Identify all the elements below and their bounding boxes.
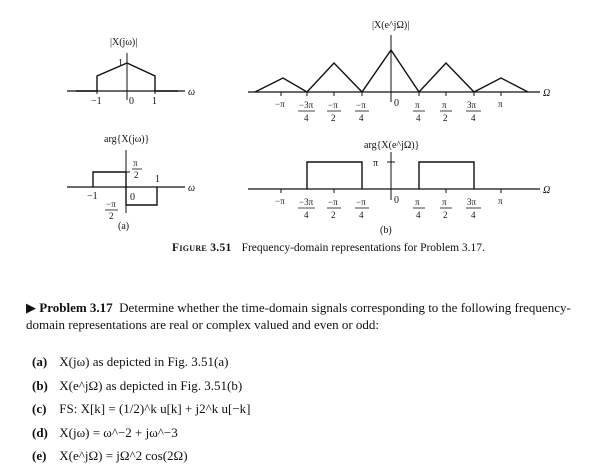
b-mag-tick-neg3pi4-den: 4 — [304, 113, 309, 123]
panel-b-magnitude-plot: |X(e^jΩ)| Ω — [248, 20, 550, 102]
list-item: (d) X(jω) = ω^−2 + jω^−3 — [32, 425, 251, 449]
a-mag-axis-label: ω — [188, 87, 195, 98]
b-mag-axis-label: Ω — [543, 88, 550, 99]
b-phase-tick-negpi4-num: −π — [356, 197, 366, 207]
a-phase-pos-num: π — [133, 158, 138, 168]
panel-b-label: (b) — [380, 225, 392, 236]
part-label: (e) — [32, 448, 47, 463]
part-label: (b) — [32, 377, 48, 393]
b-phase-tick-neg3pi4-num: −3π — [299, 197, 314, 207]
a-phase-pos-den: 2 — [134, 170, 139, 180]
part-text: FS: X[k] = (1/2)^k u[k] + j2^k u[−k] — [59, 401, 251, 416]
part-text: X(e^jΩ) = jΩ^2 cos(2Ω) — [59, 448, 188, 463]
b-mag-tick-pi2-den: 2 — [443, 113, 448, 123]
figure-caption-text: Frequency-domain representations for Pro… — [241, 242, 485, 254]
panel-a-phase-plot: arg{X(jω)} π 2 0 −1 1 −π 2 ω (a) — [67, 134, 195, 232]
a-mag-tick-0: 0 — [129, 96, 134, 107]
b-phase-tick-negpi4-den: 4 — [359, 210, 364, 220]
list-item: (e) X(e^jΩ) = jΩ^2 cos(2Ω) — [32, 448, 251, 472]
b-mag-tick-3pi4-num: 3π — [467, 100, 477, 110]
part-label: (d) — [32, 424, 48, 440]
a-mag-peak-label: 1 — [118, 58, 123, 69]
b-mag-tick-pos-pi: π — [498, 99, 503, 109]
b-phase-right-pulse — [418, 161, 475, 189]
b-phase-left-pulse — [306, 161, 363, 189]
b-mag-tick-neg3pi4-num: −3π — [299, 100, 314, 110]
b-mag-curve — [254, 48, 529, 94]
a-phase-neg-num: −π — [106, 199, 116, 209]
problem-title: Problem 3.17 — [39, 300, 113, 315]
problem-text: Determine whether the time-domain signal… — [26, 300, 571, 332]
problem-parts-list: (a) X(jω) as depicted in Fig. 3.51(a) (b… — [32, 354, 251, 472]
b-phase-pi-label: π — [373, 158, 378, 169]
b-phase-ticks: −π −3π 4 −π 2 −π 4 0 π 4 π 2 3π 4 π — [275, 189, 503, 220]
b-phase-tick-pi4-den: 4 — [416, 210, 421, 220]
figure-caption-label: Figure 3.51 — [172, 242, 232, 254]
b-phase-tick-pos-pi: π — [498, 196, 503, 206]
b-phase-axis-label: Ω — [543, 185, 550, 196]
figure-caption: Figure 3.51 Frequency-domain representati… — [172, 242, 485, 254]
part-label: (a) — [32, 354, 48, 369]
b-phase-tick-pi4-num: π — [415, 197, 420, 207]
b-mag-tick-3pi4-den: 4 — [471, 113, 476, 123]
b-mag-tick-neg-pi: −π — [275, 99, 285, 109]
panel-a-label: (a) — [118, 221, 129, 232]
b-mag-ticks: −π −3π 4 −π 2 −π 4 0 π 4 π 2 3π 4 π — [275, 92, 503, 123]
b-mag-tick-pi2-num: π — [442, 100, 447, 110]
b-phase-tick-3pi4-num: 3π — [467, 197, 477, 207]
b-mag-title: |X(e^jΩ)| — [372, 20, 409, 31]
a-phase-tick-0: 0 — [130, 192, 135, 203]
a-mag-tick-neg1: −1 — [91, 96, 102, 107]
a-phase-axis-label: ω — [188, 183, 195, 194]
b-mag-tick-pi4-num: π — [415, 100, 420, 110]
list-item: (a) X(jω) as depicted in Fig. 3.51(a) — [32, 354, 251, 378]
b-phase-tick-negpi2-den: 2 — [331, 210, 336, 220]
b-mag-tick-negpi2-num: −π — [328, 100, 338, 110]
a-mag-title: |X(jω)| — [110, 37, 137, 48]
b-phase-title: arg{X(e^jΩ)} — [364, 140, 419, 151]
part-text: X(jω) as depicted in Fig. 3.51(a) — [59, 354, 229, 369]
part-text: X(e^jΩ) as depicted in Fig. 3.51(b) — [59, 377, 243, 393]
a-phase-tick-neg1: −1 — [87, 191, 98, 202]
a-phase-tick-1: 1 — [155, 174, 160, 185]
panel-b-phase-plot: arg{X(e^jΩ)} π Ω (b) — [248, 140, 550, 236]
a-phase-curve — [92, 171, 158, 206]
b-phase-tick-pi2-num: π — [442, 197, 447, 207]
list-item: (b) X(e^jΩ) as depicted in Fig. 3.51(b) — [32, 378, 251, 402]
panel-a-magnitude-plot: |X(jω)| 1 −1 0 1 ω — [67, 37, 195, 107]
part-text: X(jω) = ω^−2 + jω^−3 — [59, 424, 178, 440]
problem-marker-icon: ▶ — [26, 300, 36, 315]
b-mag-tick-negpi4-num: −π — [356, 100, 366, 110]
b-mag-tick-pi4-den: 4 — [416, 113, 421, 123]
a-mag-tick-1: 1 — [152, 96, 157, 107]
b-phase-tick-0: 0 — [394, 195, 399, 206]
figure-3-51: |X(jω)| 1 −1 0 1 ω arg{X(jω)} π 2 0 −1 1… — [67, 20, 550, 236]
b-mag-tick-negpi2-den: 2 — [331, 113, 336, 123]
b-mag-tick-negpi4-den: 4 — [359, 113, 364, 123]
b-phase-tick-pi2-den: 2 — [443, 210, 448, 220]
list-item: (c) FS: X[k] = (1/2)^k u[k] + j2^k u[−k] — [32, 401, 251, 425]
a-phase-title: arg{X(jω)} — [104, 134, 149, 145]
problem-statement: ▶ Problem 3.17 Determine whether the tim… — [26, 299, 581, 333]
b-phase-tick-3pi4-den: 4 — [471, 210, 476, 220]
a-phase-neg-den: 2 — [109, 211, 114, 221]
part-label: (c) — [32, 401, 47, 416]
b-mag-tick-0: 0 — [394, 98, 399, 109]
b-phase-tick-neg-pi: −π — [275, 196, 285, 206]
b-phase-tick-neg3pi4-den: 4 — [304, 210, 309, 220]
b-phase-tick-negpi2-num: −π — [328, 197, 338, 207]
